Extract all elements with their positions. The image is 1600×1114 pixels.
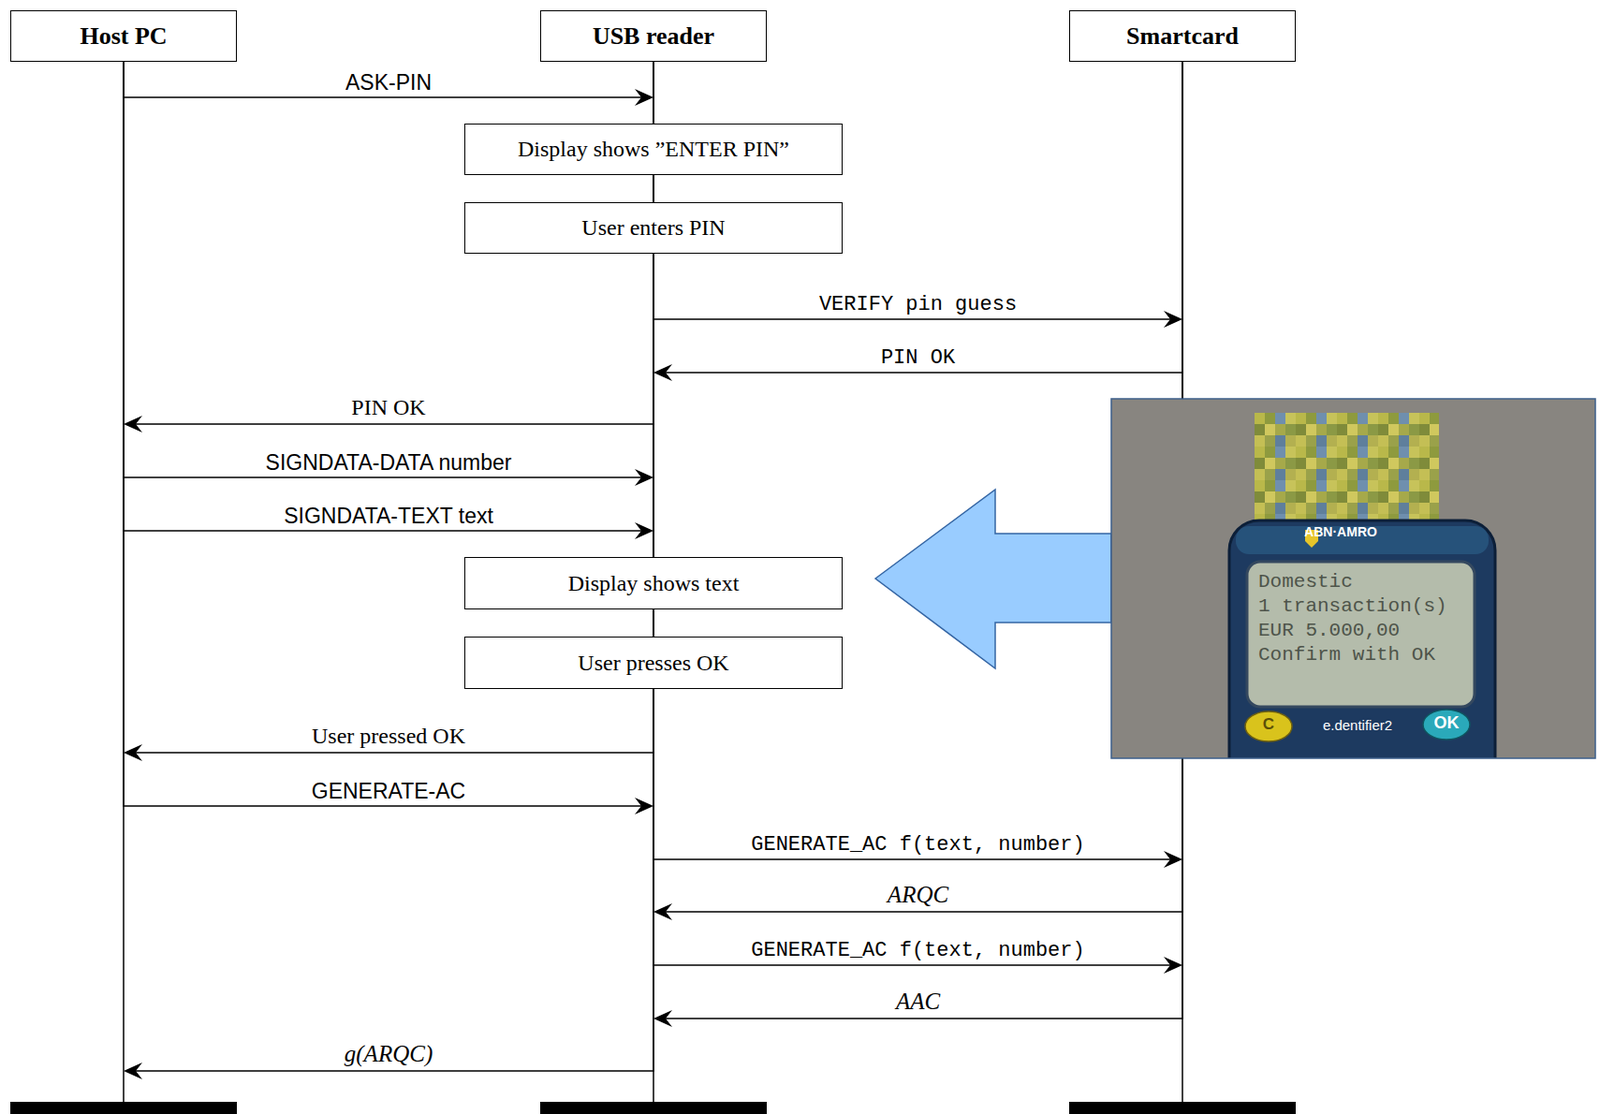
arrowhead bbox=[123, 1062, 143, 1080]
message-arrow bbox=[653, 61, 1183, 921]
screen-text: 1 transaction(s) bbox=[1258, 595, 1448, 617]
participant-box: Host PC bbox=[10, 10, 237, 62]
screen-text: Confirm with OK bbox=[1258, 644, 1436, 666]
box-text: Display shows ”ENTER PIN” bbox=[517, 136, 790, 162]
message-label: User pressed OK bbox=[308, 723, 469, 750]
message-label: ASK-PIN bbox=[342, 70, 435, 95]
photo-content bbox=[1111, 398, 1596, 759]
box-text: User enters PIN bbox=[581, 215, 725, 241]
message-label: GENERATE_AC f(text, number) bbox=[748, 939, 1087, 963]
arrowhead bbox=[634, 522, 654, 540]
brand-logo: ABN·AMRO bbox=[1304, 525, 1378, 540]
message-label: PIN OK bbox=[878, 346, 958, 370]
message-label: SIGNDATA-TEXT text bbox=[280, 503, 497, 529]
box-text: Host PC bbox=[79, 22, 167, 51]
arrowhead bbox=[1163, 310, 1183, 328]
button bbox=[1423, 709, 1470, 740]
message-label: SIGNDATA-DATA number bbox=[263, 450, 515, 475]
box-text: Smartcard bbox=[1126, 22, 1239, 51]
box-text: User presses OK bbox=[577, 650, 729, 676]
arrowhead bbox=[1163, 956, 1183, 974]
arrowhead bbox=[634, 469, 654, 486]
activity-box: User enters PIN bbox=[464, 202, 843, 254]
lifeline-end-bar bbox=[10, 1101, 1296, 1114]
message-arrow bbox=[653, 61, 1183, 328]
arrowhead bbox=[1163, 851, 1183, 868]
activity-box: User presses OK bbox=[464, 636, 843, 690]
button-label: C bbox=[1262, 716, 1275, 734]
message-label: ARQC bbox=[884, 881, 952, 910]
reader-body bbox=[1229, 520, 1496, 759]
activity-box: Display shows ”ENTER PIN” bbox=[464, 123, 843, 176]
arrowhead bbox=[123, 744, 143, 762]
message-label: PIN OK bbox=[348, 395, 428, 422]
message-arrow bbox=[123, 61, 654, 106]
message-label: GENERATE_AC f(text, number) bbox=[748, 833, 1087, 857]
button-label: OK bbox=[1434, 714, 1460, 734]
message-label: AAC bbox=[893, 988, 943, 1016]
screen-text: Domestic bbox=[1258, 571, 1353, 593]
box-text: Display shows text bbox=[568, 571, 740, 597]
message-arrow bbox=[653, 61, 1183, 974]
screen-text: EUR 5.000,00 bbox=[1258, 619, 1400, 642]
arrowhead bbox=[653, 903, 673, 921]
participant-box: Smartcard bbox=[1069, 10, 1296, 62]
arrowhead bbox=[653, 364, 673, 382]
arrowhead bbox=[634, 88, 654, 106]
box-text: USB reader bbox=[592, 22, 715, 51]
reader-screen bbox=[1247, 561, 1475, 707]
arrowhead bbox=[653, 1010, 673, 1028]
message-label: VERIFY pin guess bbox=[816, 293, 1020, 317]
activity-box: Display shows text bbox=[464, 557, 843, 610]
participant-box: USB reader bbox=[540, 10, 767, 62]
message-label: g(ARQC) bbox=[341, 1041, 436, 1069]
callout-arrow bbox=[875, 489, 1112, 669]
lifeline bbox=[123, 61, 1183, 1102]
message-label: GENERATE-AC bbox=[308, 778, 469, 804]
arrowhead bbox=[123, 415, 143, 433]
button bbox=[1245, 711, 1292, 742]
arrowhead bbox=[634, 797, 654, 815]
photo-frame bbox=[1111, 398, 1596, 759]
message-arrow bbox=[653, 61, 1183, 868]
device-name: e.dentifier2 bbox=[1322, 718, 1393, 734]
